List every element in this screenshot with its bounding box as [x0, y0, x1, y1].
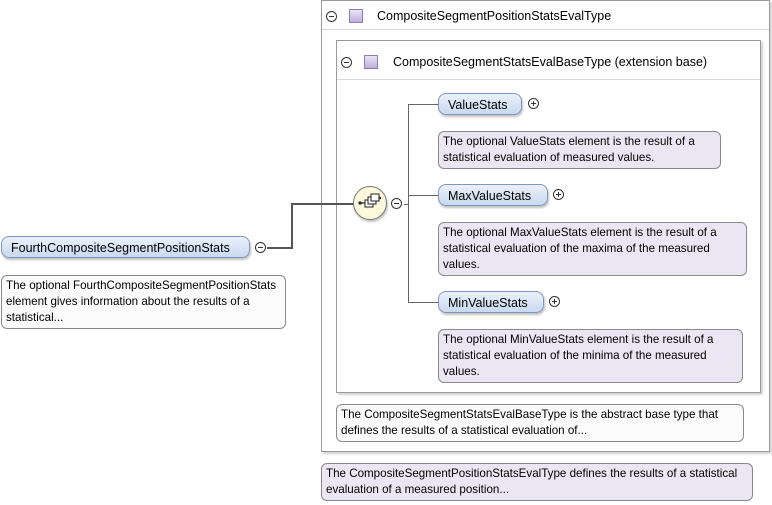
root-element-note: The optional FourthCompositeSegmentPosit…	[1, 275, 286, 329]
complex-type-icon	[364, 55, 378, 69]
root-element-node[interactable]: FourthCompositeSegmentPositionStats	[1, 236, 250, 258]
root-element-collapse-icon[interactable]	[255, 242, 266, 253]
value-stats-note: The optional ValueStats element is the r…	[438, 131, 721, 169]
child-element-value-stats[interactable]: ValueStats	[438, 93, 522, 115]
max-value-stats-expand-icon[interactable]	[553, 189, 564, 200]
min-value-stats-note: The optional MinValueStats element is th…	[438, 329, 743, 383]
connector-line	[408, 104, 409, 302]
value-stats-expand-icon[interactable]	[528, 98, 539, 109]
base-type-collapse-icon[interactable]	[341, 57, 352, 68]
base-type-header: CompositeSegmentStatsEvalBaseType (exten…	[337, 41, 760, 80]
outer-type-note: The CompositeSegmentPositionStatsEvalTyp…	[321, 463, 753, 501]
base-type-note: The CompositeSegmentStatsEvalBaseType is…	[336, 404, 744, 442]
child-element-min-value-stats[interactable]: MinValueStats	[438, 291, 544, 313]
connector-line	[408, 302, 438, 303]
sequence-collapse-icon[interactable]	[391, 198, 402, 209]
sequence-compositor[interactable]	[353, 186, 387, 220]
outer-type-collapse-icon[interactable]	[326, 11, 337, 22]
outer-type-header: CompositeSegmentPositionStatsEvalType	[322, 1, 769, 30]
min-value-stats-expand-icon[interactable]	[549, 296, 560, 307]
connector-line	[267, 247, 292, 249]
complex-type-icon	[349, 9, 363, 23]
outer-type-title: CompositeSegmentPositionStatsEvalType	[377, 9, 612, 23]
connector-line	[291, 203, 355, 205]
base-type-title: CompositeSegmentStatsEvalBaseType (exten…	[393, 55, 708, 69]
child-element-max-value-stats[interactable]: MaxValueStats	[438, 184, 548, 206]
connector-line	[408, 104, 438, 105]
max-value-stats-note: The optional MaxValueStats element is th…	[438, 222, 747, 276]
connector-line	[291, 203, 293, 249]
connector-line	[404, 204, 408, 205]
connector-line	[408, 195, 438, 196]
sequence-compositor-icon	[358, 193, 382, 208]
